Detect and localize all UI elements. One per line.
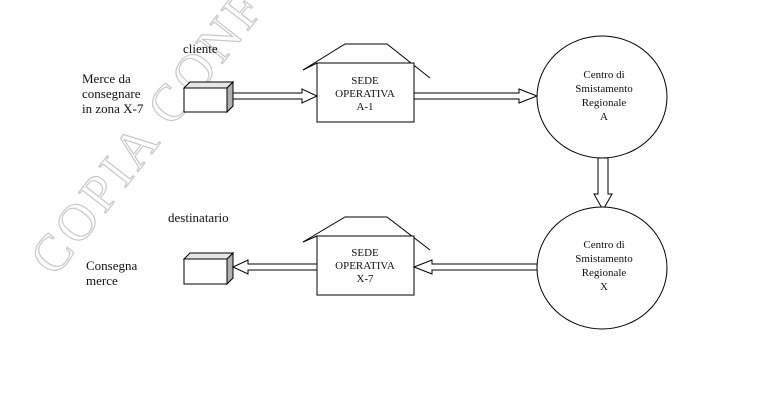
label-merce-line1: Merce da — [82, 71, 131, 86]
label-cliente: cliente — [183, 41, 218, 56]
arrow-sede-a1-to-centro-a — [413, 88, 539, 104]
package-icon-destination — [182, 251, 235, 286]
arrow-centro-a-to-centro-x — [593, 157, 613, 212]
centro-a-line3: Regionale — [582, 97, 627, 109]
centro-x-line1: Centro di — [583, 239, 624, 251]
label-consegna-line1: Consegna — [86, 258, 138, 273]
centro-x-line3: Regionale — [582, 267, 627, 279]
centro-x-line2: Smistamento — [575, 253, 633, 265]
label-consegna-line2: merce — [86, 273, 118, 288]
arrow-package-to-sede-a1 — [232, 88, 319, 104]
centro-smistamento-a: Centro di Smistamento Regionale A — [536, 35, 668, 159]
arrow-centro-x-to-sede-x7 — [412, 259, 538, 275]
sede-a1-line2: OPERATIVA — [335, 88, 395, 100]
label-merce-line2: consegnare — [82, 86, 141, 101]
sede-x7-line3: X-7 — [356, 273, 374, 285]
sede-x7-line1: SEDE — [351, 247, 379, 259]
centro-smistamento-x: Centro di Smistamento Regionale X — [536, 206, 668, 330]
sede-operativa-a1: SEDE OPERATIVA A-1 — [302, 43, 431, 123]
centro-a-line4: A — [600, 111, 608, 123]
centro-a-line2: Smistamento — [575, 83, 633, 95]
arrow-sede-x7-to-package — [231, 259, 318, 275]
centro-a-line1: Centro di — [583, 69, 624, 81]
sede-a1-line3: A-1 — [356, 101, 373, 113]
centro-x-line4: X — [600, 281, 608, 293]
sede-operativa-x7: SEDE OPERATIVA X-7 — [302, 216, 431, 296]
sede-x7-line2: OPERATIVA — [335, 260, 395, 272]
package-icon-origin — [182, 80, 235, 114]
sede-a1-line1: SEDE — [351, 75, 379, 87]
label-destinatario: destinatario — [168, 210, 229, 225]
label-merce-line3: in zona X-7 — [82, 101, 144, 116]
